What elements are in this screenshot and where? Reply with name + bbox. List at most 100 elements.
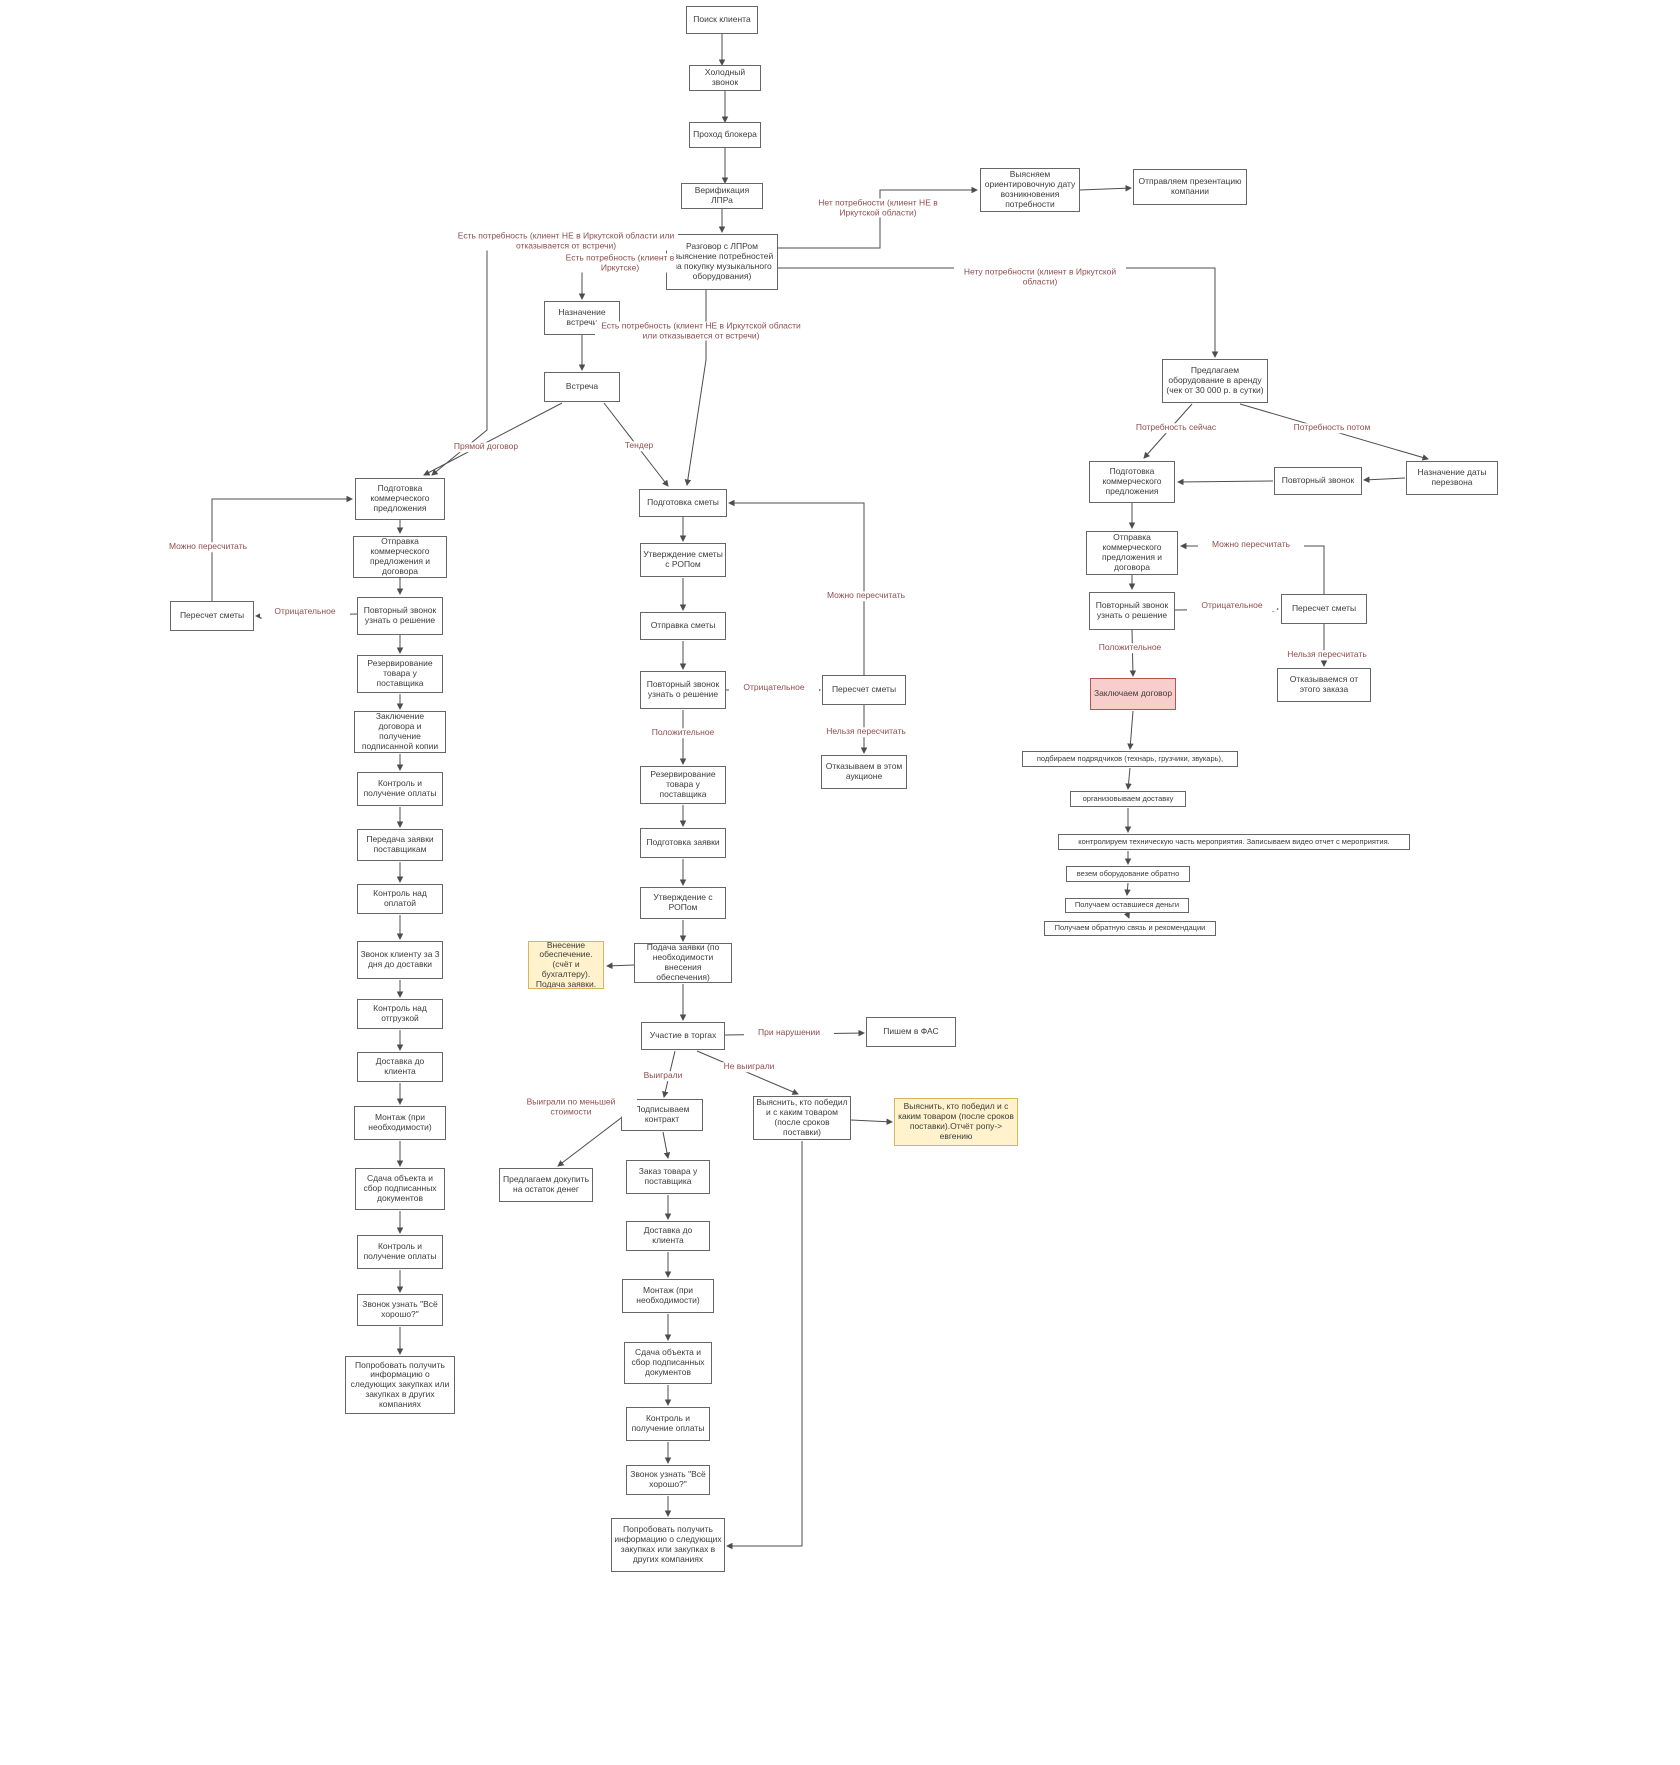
edge-label-9: Можно пересчитать [156, 542, 260, 552]
edge-label-0: Нет потребности (клиент НЕ в Иркутской о… [803, 198, 953, 218]
flow-node-m-reserve-goods: Резервирование товара у поставщика [640, 766, 726, 804]
edge-label-8: Потребность потом [1276, 423, 1388, 433]
flow-node-r-set-callback-date: Назначение даты перезвона [1406, 461, 1498, 495]
flow-node-l-call-ok: Звонок узнать "Всё хорошо?" [357, 1294, 443, 1326]
flow-node-r-refuse-order: Отказываемся от этого заказа [1277, 668, 1371, 702]
flow-node-m-find-winner: Выяснить, кто победил и с каким товаром … [753, 1096, 851, 1140]
flow-edge-56 [606, 962, 635, 970]
edge-label-4: Есть потребность (клиент НЕ в Иркутской … [595, 321, 807, 341]
flow-node-r-pick-contractors: подбираем подрядчиков (технарь, грузчики… [1022, 751, 1238, 767]
edge-label-10: Отрицательное [260, 607, 350, 617]
flow-node-l-next-purchases: Попробовать получить информацию о следую… [345, 1356, 455, 1414]
edge-label-6: Тендер [611, 441, 667, 451]
flow-node-l-prep-offer: Подготовка коммерческого предложения [355, 478, 445, 520]
flow-node-r-prep-offer: Подготовка коммерческого предложения [1089, 461, 1175, 503]
flow-node-r-get-money: Получаем оставшиеся деньги [1065, 897, 1189, 913]
flow-node-m-deposit-note: Внесение обеспечение. (счёт и бухгалтеру… [528, 941, 604, 989]
flow-edge-12 [778, 267, 1219, 358]
flow-node-l-sign-contract: Заключение договора и получение подписан… [354, 711, 446, 753]
flow-edge-63 [662, 1131, 671, 1159]
flow-node-m-bidding: Участие в торгах [641, 1022, 725, 1050]
flow-node-r-recalc-estimate: Пересчет сметы [1281, 594, 1367, 624]
flow-node-talk-lpr: Разговор с ЛПРом (выяснение потребностей… [666, 234, 778, 290]
flow-node-l-send-offer: Отправка коммерческого предложения и дог… [353, 536, 447, 578]
flow-node-l-install: Монтаж (при необходимости) [354, 1106, 446, 1140]
edge-label-2: Есть потребность (клиент в Иркутске) [564, 252, 676, 273]
flow-node-m-call-decision: Повторный звонок узнать о решение [640, 671, 726, 709]
flow-edge-32 [211, 495, 353, 601]
flow-node-meeting: Встреча [544, 372, 620, 402]
edge-label-11: Можно пересчитать [814, 591, 918, 601]
flow-node-m-payment-control: Контроль и получение оплаты [626, 1407, 710, 1441]
flow-edge-28 [1123, 911, 1130, 919]
flow-node-r-organize-delivery: организовываем доставку [1070, 791, 1186, 807]
flow-edge-62 [557, 1117, 622, 1167]
flow-edge-24 [1125, 767, 1132, 790]
edge-label-1: Есть потребность (клиент НЕ в Иркутской … [454, 231, 678, 251]
flow-node-send-presentation: Отправляем презентацию компании [1133, 169, 1247, 205]
flow-edge-20 [1180, 542, 1325, 594]
flow-node-m-write-fas: Пишем в ФАС [866, 1017, 956, 1047]
flow-node-m-approve-bid: Утверждение с РОПом [640, 887, 726, 919]
flow-edge-15 [1363, 476, 1406, 483]
edge-label-18: Нельзя пересчитать [1274, 650, 1380, 660]
edge-label-14: Нельзя пересчитать [813, 727, 919, 737]
edge-label-13: Положительное [637, 728, 729, 738]
edge-label-22: Выиграли по меньшей стоимости [505, 1097, 637, 1117]
flow-edge-4 [778, 186, 978, 249]
flow-edge-27 [1124, 882, 1131, 896]
flow-edge-10 [423, 402, 563, 476]
flow-node-r-control-event: контролируем техническую часть мероприят… [1058, 834, 1410, 850]
flow-edge-16 [1177, 478, 1274, 486]
flow-node-m-approve-estimate: Утверждение сметы с РОПом [640, 543, 726, 577]
flow-node-m-delivery: Доставка до клиента [626, 1221, 710, 1251]
flow-node-m-hand-docs: Сдача объекта и сбор подписанных докумен… [624, 1342, 712, 1384]
edge-label-12: Отрицательное [729, 683, 819, 693]
edge-label-17: Положительное [1084, 643, 1176, 653]
flow-node-r-send-offer: Отправка коммерческого предложения и дог… [1086, 531, 1178, 575]
flow-node-l-handover-request: Передача заявки поставщикам [357, 829, 443, 861]
flow-edge-21 [1129, 629, 1137, 677]
flow-edge-5 [1079, 184, 1132, 192]
flow-node-m-prep-estimate: Подготовка сметы [639, 489, 727, 517]
edge-label-21: Не выиграли [711, 1062, 787, 1072]
flow-node-r-call-decision: Повторный звонок узнать о решение [1089, 592, 1175, 630]
flow-node-find-need-date: Выясняем ориентировочную дату возникнове… [980, 168, 1080, 212]
flow-node-m-next-purchases: Попробовать получить информацию о следую… [611, 1518, 725, 1572]
flow-edge-70 [726, 1141, 803, 1550]
flow-node-m-send-estimate: Отправка сметы [640, 612, 726, 640]
flow-node-pass-blocker: Проход блокера [689, 122, 761, 148]
flow-node-m-find-winner-report: Выяснить, кто победил и с каким товаром … [894, 1098, 1018, 1146]
flow-node-l-payment-watch: Контроль над оплатой [357, 884, 443, 914]
edge-label-19: При нарушении [744, 1028, 834, 1038]
flow-node-l-payment-control-2: Контроль и получение оплаты [357, 1235, 443, 1269]
edge-label-5: Прямой договор [440, 442, 532, 452]
flow-node-verify-lpr: Верификация ЛПРа [681, 183, 763, 209]
edge-label-3: Нету потребности (клиент в Иркутской обл… [954, 267, 1126, 287]
flow-edge-23 [1127, 710, 1134, 750]
flow-edge-61 [850, 1118, 893, 1125]
flow-edge-8 [684, 290, 707, 486]
flow-node-m-install: Монтаж (при необходимости) [622, 1279, 714, 1313]
flow-node-rent-offer: Предлагаем оборудование в аренду (чек от… [1162, 359, 1268, 403]
flow-node-cold-call: Холодный звонок [689, 65, 761, 91]
edge-label-15: Можно пересчитать [1198, 540, 1304, 550]
flow-node-m-order-goods: Заказ товара у поставщика [626, 1160, 710, 1194]
flow-node-set-meeting: Назначение встречи [544, 301, 620, 335]
flow-node-m-submit-bid: Подача заявки (по необходимости внесения… [634, 943, 732, 983]
flow-node-r-get-feedback: Получаем обратную связь и рекомендации [1044, 920, 1216, 936]
flow-node-l-hand-docs: Сдача объекта и сбор подписанных докумен… [355, 1168, 445, 1210]
flow-node-l-reserve-goods: Резервирование товара у поставщика [357, 655, 443, 693]
edge-label-16: Отрицательное [1187, 601, 1277, 611]
flow-node-l-recalc-estimate: Пересчет сметы [170, 601, 254, 631]
flow-node-m-recalc-estimate: Пересчет сметы [822, 675, 906, 705]
edge-label-20: Выиграли [634, 1071, 692, 1081]
flow-node-r-repeat-call: Повторный звонок [1274, 467, 1362, 495]
flow-edge-60 [696, 1050, 799, 1095]
flow-node-l-call-3days: Звонок клиенту за 3 дня до доставки [357, 941, 443, 979]
flow-edge-50 [728, 499, 865, 675]
flow-node-m-call-ok: Звонок узнать "Всё хорошо?" [626, 1465, 710, 1495]
flow-node-l-call-decision: Повторный звонок узнать о решение [357, 597, 443, 635]
